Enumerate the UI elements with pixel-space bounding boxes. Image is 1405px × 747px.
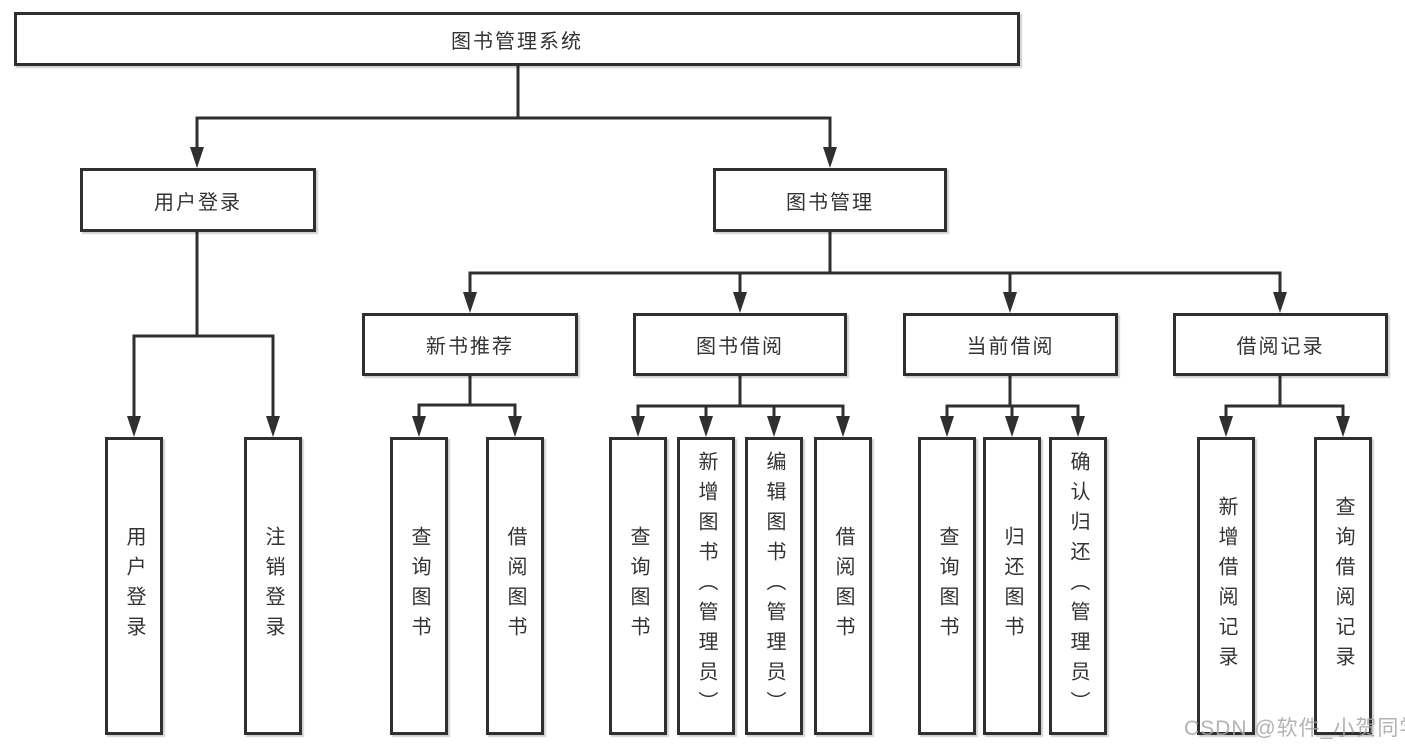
leaf-add-borrow-record: 新增借阅记录 [1197, 437, 1255, 735]
node-label: 新增图书（管理员） [695, 451, 717, 721]
connector-book-management-to-children [463, 232, 1287, 313]
connector-current-borrow-to-children [940, 376, 1085, 437]
node-library-management-system: 图书管理系统 [14, 12, 1020, 66]
leaf-edit-book-admin: 编辑图书（管理员） [745, 437, 803, 735]
connector-root-to-level1 [190, 66, 837, 168]
node-label: 编辑图书（管理员） [763, 451, 785, 721]
leaf-borrow-books-recommend: 借阅图书 [486, 437, 544, 735]
leaf-query-borrow-record: 查询借阅记录 [1314, 437, 1372, 735]
node-book-management: 图书管理 [713, 168, 947, 232]
node-label: 确认归还（管理员） [1067, 451, 1089, 721]
leaf-confirm-return-admin: 确认归还（管理员） [1049, 437, 1107, 735]
leaf-query-books-recommend: 查询图书 [390, 437, 448, 735]
leaf-query-books-current: 查询图书 [918, 437, 976, 735]
leaf-user-login: 用户登录 [105, 437, 163, 735]
connector-borrow-records-to-children [1219, 376, 1350, 437]
node-current-borrow: 当前借阅 [903, 313, 1118, 376]
node-label: 用户登录 [154, 191, 242, 214]
connector-new-book-recommend-to-children [412, 376, 522, 437]
node-borrow-records: 借阅记录 [1173, 313, 1388, 376]
leaf-return-books: 归还图书 [983, 437, 1041, 735]
connector-book-borrow-to-children [631, 376, 850, 437]
node-new-book-recommend: 新书推荐 [362, 313, 578, 376]
leaf-logout: 注销登录 [244, 437, 302, 735]
node-label: 注销登录 [262, 526, 284, 646]
node-label: 当前借阅 [966, 336, 1055, 358]
node-label: 查询图书 [936, 526, 958, 646]
node-label: 归还图书 [1001, 526, 1023, 646]
node-label: 图书管理系统 [451, 30, 583, 53]
csdn-watermark: CSDN @软件_小贺同学 [1184, 717, 1405, 740]
node-label: 查询借阅记录 [1332, 496, 1354, 676]
node-user-login: 用户登录 [80, 168, 316, 232]
node-label: 借阅图书 [504, 526, 526, 646]
leaf-borrow-books: 借阅图书 [814, 437, 872, 735]
node-label: 图书管理 [786, 191, 874, 214]
node-label: 借阅图书 [832, 526, 854, 646]
node-label: 查询图书 [408, 526, 430, 646]
node-label: 图书借阅 [696, 336, 784, 358]
node-label: 用户登录 [123, 526, 145, 646]
leaf-query-books-borrow: 查询图书 [609, 437, 667, 735]
node-book-borrow: 图书借阅 [633, 313, 847, 376]
node-label: 新增借阅记录 [1215, 496, 1237, 676]
connector-user-login-to-children [127, 232, 280, 437]
node-label: 借阅记录 [1236, 336, 1325, 358]
node-label: 查询图书 [627, 526, 649, 646]
node-label: 新书推荐 [426, 336, 514, 358]
leaf-add-book-admin: 新增图书（管理员） [677, 437, 735, 735]
